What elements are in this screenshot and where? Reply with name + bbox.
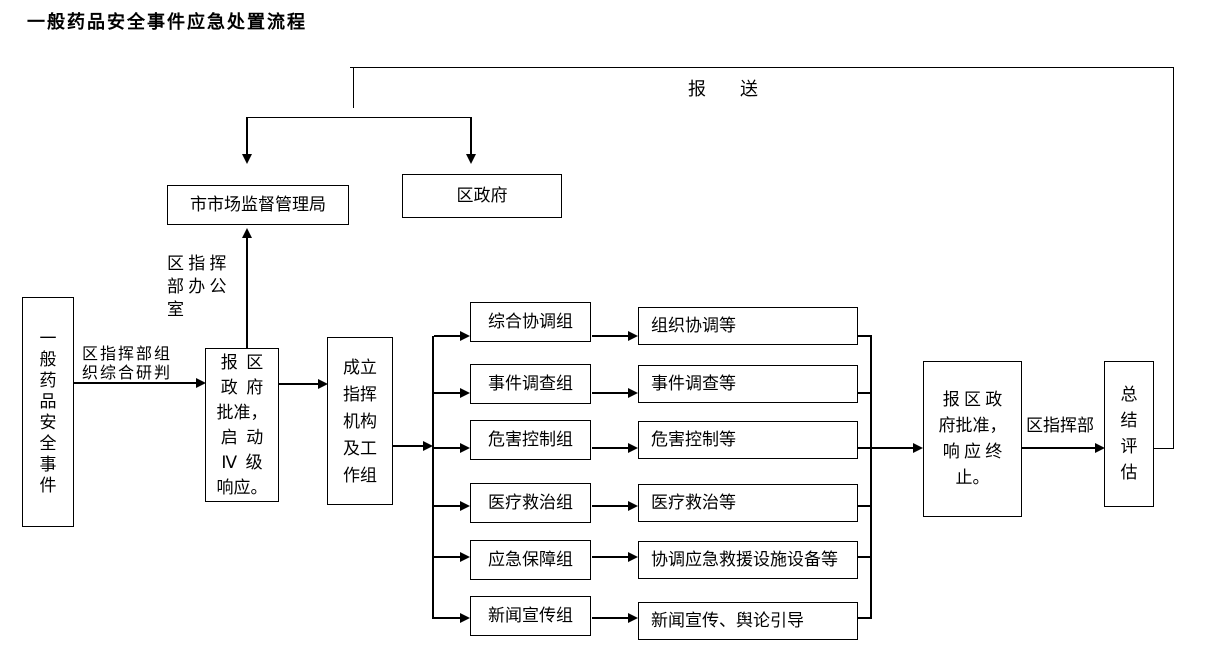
collector-line [870,336,872,619]
report-loop-bottom-stub [1154,448,1174,449]
arrowhead-down-city-bureau [242,154,252,164]
arrowhead-task-6 [628,613,638,623]
arrow-office-to-bureau [246,238,248,348]
collector-stub-4 [858,505,872,507]
box-group-support: 应急保障组 [470,540,591,580]
arrow-setup-to-groups [393,445,423,447]
box-task-medical: 医疗救治等 [638,484,858,522]
page-title: 一般药品安全事件应急处置流程 [27,12,307,32]
box-district-government: 区政府 [402,174,562,218]
arrowhead-group-5 [460,552,470,562]
pair-arrow-3 [592,447,628,449]
pair-arrow-5 [592,556,628,558]
fanout-line [432,336,434,619]
box-task-hazard-control: 危害控制等 [638,421,858,459]
box-task-support: 协调应急救援设施设备等 [638,541,858,579]
arrowhead-task-3 [628,443,638,453]
arrow-incident-to-approval [74,382,196,384]
arrow-to-district-gov [470,117,472,154]
arrow-to-summary [1022,447,1095,449]
box-incident: 一般药品安全事件 [22,297,74,527]
research-label: 区指挥部组织综合研判 [82,346,173,382]
box-setup-command: 成立指挥机构及工作组 [327,337,393,505]
box-task-investigation: 事件调查等 [638,365,858,403]
arrow-to-termination [872,447,913,449]
pair-arrow-2 [592,392,628,394]
arrowhead-group-1 [460,331,470,341]
box-city-market-bureau: 市市场监督管理局 [167,185,349,225]
box-group-medical: 医疗救治组 [470,483,591,523]
box-approve-end-response: 报 区 政府批准，响 应 终止。 [923,361,1022,517]
arrowhead-task-2 [628,388,638,398]
box-summary-evaluation: 总结评估 [1104,361,1154,507]
fan-stub-4 [434,505,460,507]
collector-stub-6 [858,617,872,619]
report-loop-right-line [1173,67,1174,449]
arrow-approval-to-setup [279,383,318,385]
box-group-investigation: 事件调查组 [470,364,591,404]
pair-arrow-1 [592,335,628,337]
arrowhead-task-5 [628,552,638,562]
arrow-to-city-bureau [246,117,248,154]
pair-arrow-4 [592,505,628,507]
report-loop-left-stub [353,68,354,108]
fan-stub-1 [434,335,460,337]
box-group-news: 新闻宣传组 [470,596,591,636]
arrowhead-group-4 [460,501,470,511]
fan-stub-3 [434,447,460,449]
arrowhead-task-1 [628,331,638,341]
arrowhead-group-6 [460,613,470,623]
arrowhead-right-fan [423,441,433,451]
collector-stub-3 [858,447,872,449]
arrowhead-right-summary [1095,443,1105,453]
pair-arrow-6 [592,617,628,619]
office-label: 区 指 挥部 办 公室 [167,254,227,319]
box-group-hazard-control: 危害控制组 [470,420,591,460]
collector-stub-2 [858,392,872,394]
fan-stub-5 [434,556,460,558]
box-task-news: 新闻宣传、舆论引导 [638,602,858,640]
arrowhead-up-bureau [242,228,252,238]
box-task-coordination: 组织协调等 [638,307,858,345]
collector-stub-1 [858,335,872,337]
command-label: 区指挥部 [1026,416,1094,435]
report-splitter-line [247,117,472,118]
fan-stub-2 [434,392,460,394]
box-group-coordination: 综合协调组 [470,302,591,342]
report-loop-top-line [350,67,1174,68]
arrowhead-group-2 [460,388,470,398]
arrowhead-right-setup [318,379,328,389]
collector-stub-5 [858,556,872,558]
fan-stub-6 [434,617,460,619]
arrowhead-task-4 [628,501,638,511]
report-label: 报 送 [688,79,766,99]
arrowhead-right-approval [196,378,206,388]
arrowhead-down-district-gov [466,154,476,164]
arrowhead-group-3 [460,443,470,453]
arrowhead-right-termination [913,443,923,453]
